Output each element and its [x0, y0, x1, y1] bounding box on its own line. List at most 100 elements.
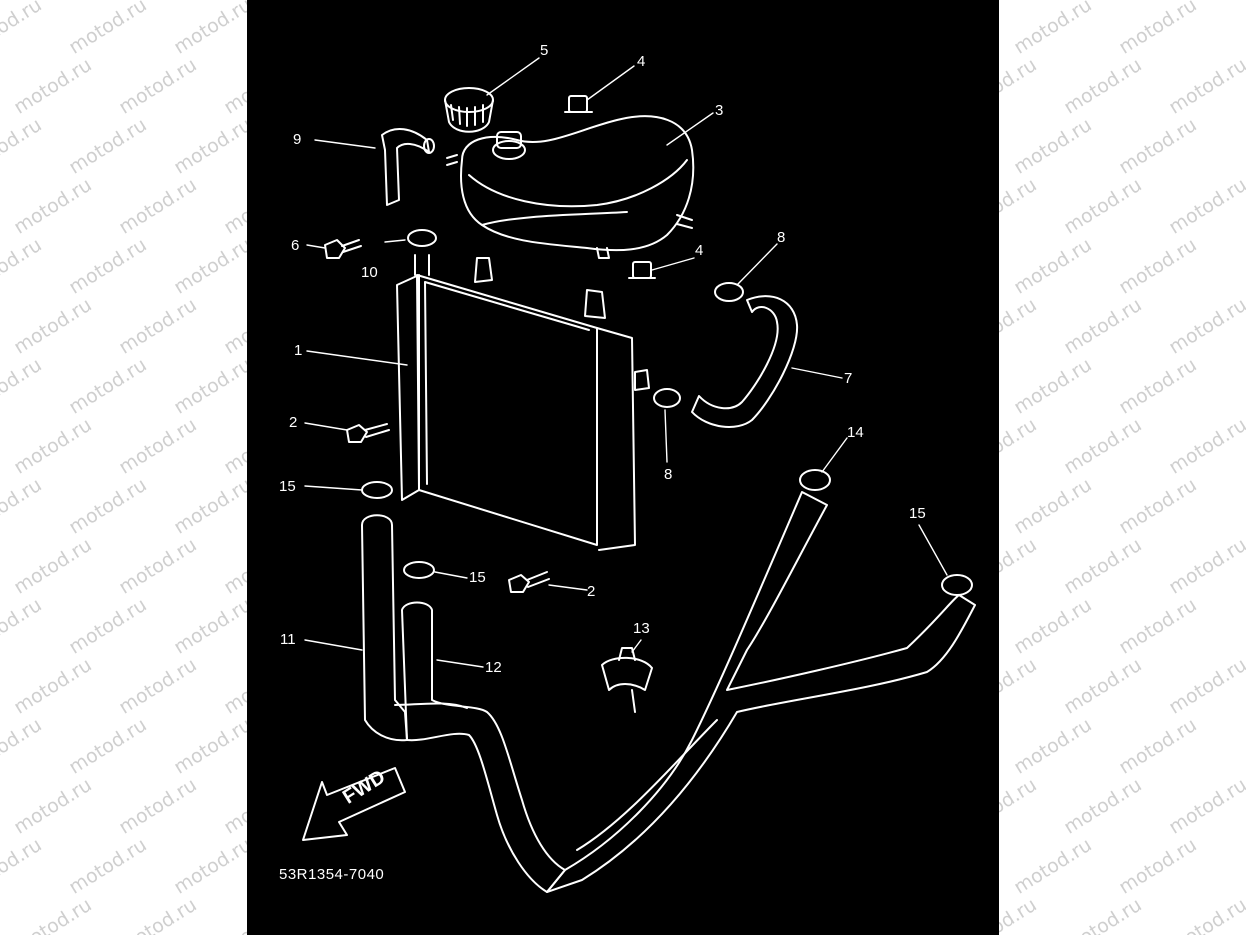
watermark-text: motod.ru: [65, 0, 151, 59]
fwd-arrow: [302, 767, 406, 841]
watermark-text: motod.ru: [115, 653, 201, 719]
callout-10: 10: [361, 264, 378, 281]
callout-4-upper: 4: [637, 53, 646, 70]
watermark-text: motod.ru: [0, 233, 46, 299]
bracket-13: [601, 647, 653, 713]
clip-upper: [564, 95, 593, 113]
watermark-text: motod.ru: [65, 473, 151, 539]
watermark-text: motod.ru: [1010, 833, 1096, 899]
watermark-text: motod.ru: [1010, 0, 1096, 59]
callout-9: 9: [293, 131, 302, 148]
watermark-text: motod.ru: [115, 293, 201, 359]
leader-lines: [304, 57, 948, 668]
callout-2-lower: 2: [587, 583, 596, 600]
watermark-text: motod.ru: [1010, 113, 1096, 179]
exploded-parts-diagram: 5 4 3 9 6 10 4 8 1 7 2 8 14 15 15 15 2 1…: [247, 0, 999, 935]
watermark-text: motod.ru: [10, 53, 96, 119]
watermark-text: motod.ru: [1060, 893, 1146, 935]
callout-2-upper: 2: [289, 414, 298, 431]
watermark-text: motod.ru: [170, 353, 256, 419]
clamp-10: [407, 229, 437, 276]
radiator-cap: [444, 87, 494, 133]
callout-11: 11: [280, 631, 296, 648]
hose-7: [691, 295, 799, 428]
callout-8-upper: 8: [777, 229, 786, 246]
watermark-text: motod.ru: [115, 773, 201, 839]
watermark-text: motod.ru: [0, 593, 46, 659]
watermark-text: motod.ru: [170, 833, 256, 899]
watermark-text: motod.ru: [10, 533, 96, 599]
watermark-text: motod.ru: [1165, 773, 1246, 839]
watermark-text: motod.ru: [115, 53, 201, 119]
callout-15-left: 15: [279, 478, 296, 495]
watermark-text: motod.ru: [1115, 0, 1201, 59]
watermark-text: motod.ru: [1165, 533, 1246, 599]
watermark-text: motod.ru: [115, 173, 201, 239]
watermark-text: motod.ru: [1165, 53, 1246, 119]
watermark-text: motod.ru: [1165, 293, 1246, 359]
watermark-text: motod.ru: [10, 173, 96, 239]
watermark-text: motod.ru: [170, 0, 256, 59]
watermark-text: motod.ru: [1115, 713, 1201, 779]
watermark-text: motod.ru: [10, 653, 96, 719]
watermark-text: motod.ru: [65, 713, 151, 779]
watermark-text: motod.ru: [65, 353, 151, 419]
callout-1: 1: [294, 342, 303, 359]
watermark-text: motod.ru: [10, 293, 96, 359]
watermark-text: motod.ru: [170, 113, 256, 179]
watermark-text: motod.ru: [65, 233, 151, 299]
hose-11: [361, 514, 468, 742]
watermark-text: motod.ru: [10, 773, 96, 839]
bolt-6: [324, 239, 362, 259]
watermark-text: motod.ru: [1165, 173, 1246, 239]
watermark-text: motod.ru: [0, 113, 46, 179]
watermark-text: motod.ru: [10, 413, 96, 479]
watermark-text: motod.ru: [0, 473, 46, 539]
watermark-text: motod.ru: [115, 533, 201, 599]
callout-7: 7: [844, 370, 853, 387]
watermark-text: motod.ru: [1010, 713, 1096, 779]
callout-4-lower: 4: [695, 242, 704, 259]
callout-8-lower: 8: [664, 466, 673, 483]
overflow-hose: [381, 128, 435, 206]
radiator-assembly-drawing: [302, 57, 976, 893]
watermark-text: motod.ru: [0, 353, 46, 419]
callout-14: 14: [847, 424, 864, 441]
callout-3: 3: [715, 102, 724, 119]
watermark-text: motod.ru: [65, 593, 151, 659]
clamp-15-center: [403, 561, 435, 579]
callout-15-right: 15: [909, 505, 926, 522]
watermark-text: motod.ru: [1115, 473, 1201, 539]
clamp-15-left: [361, 481, 393, 499]
watermark-text: motod.ru: [0, 0, 46, 59]
clamp-8-lower: [653, 388, 681, 408]
watermark-text: motod.ru: [115, 893, 201, 935]
watermark-text: motod.ru: [0, 833, 46, 899]
radiator-core: [396, 257, 650, 551]
watermark-text: motod.ru: [1060, 653, 1146, 719]
clip-lower: [628, 261, 656, 279]
callout-5: 5: [540, 42, 549, 59]
watermark-text: motod.ru: [170, 713, 256, 779]
watermark-text: motod.ru: [1060, 53, 1146, 119]
reservoir-tank: [446, 115, 695, 259]
hose-12: [401, 601, 566, 893]
watermark-text: motod.ru: [1010, 233, 1096, 299]
watermark-text: motod.ru: [1010, 593, 1096, 659]
watermark-text: motod.ru: [115, 413, 201, 479]
watermark-text: motod.ru: [1165, 413, 1246, 479]
watermark-text: motod.ru: [1115, 353, 1201, 419]
watermark-text: motod.ru: [65, 833, 151, 899]
watermark-text: motod.ru: [170, 233, 256, 299]
watermark-text: motod.ru: [170, 473, 256, 539]
watermark-text: motod.ru: [1010, 353, 1096, 419]
watermark-text: motod.ru: [1010, 473, 1096, 539]
watermark-text: motod.ru: [1115, 113, 1201, 179]
clamp-8-upper: [714, 282, 744, 302]
watermark-text: motod.ru: [1165, 893, 1246, 935]
callout-6: 6: [291, 237, 300, 254]
watermark-text: motod.ru: [1115, 593, 1201, 659]
long-hose: [546, 491, 976, 893]
watermark-text: motod.ru: [1060, 413, 1146, 479]
clamp-14: [799, 469, 831, 491]
